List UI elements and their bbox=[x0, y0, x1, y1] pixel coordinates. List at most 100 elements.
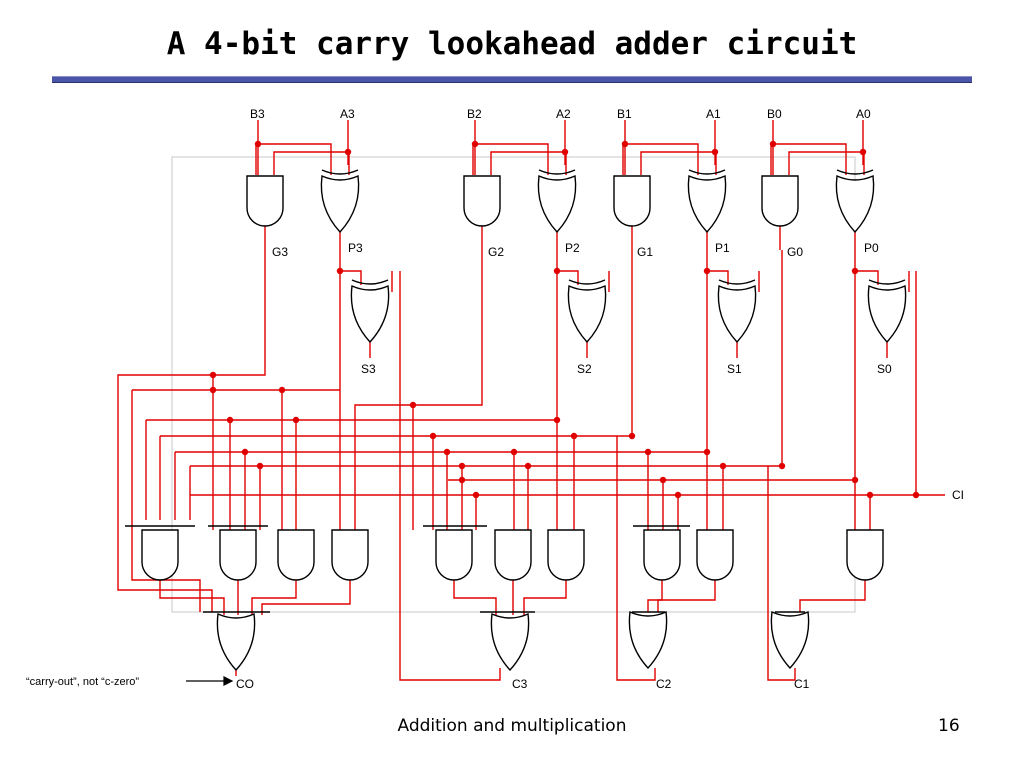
junction-node bbox=[561, 148, 569, 156]
footer-text: Addition and multiplication bbox=[397, 716, 627, 736]
junction-node bbox=[409, 401, 417, 409]
label-c3: C3 bbox=[512, 677, 528, 691]
label-c2: C2 bbox=[656, 677, 672, 691]
label-p2: P2 bbox=[565, 241, 580, 255]
junction-node bbox=[628, 432, 636, 440]
cross-wire bbox=[625, 143, 699, 175]
junction-nodes bbox=[209, 140, 920, 499]
sum-input bbox=[340, 270, 362, 285]
junction-node bbox=[719, 462, 727, 470]
junction-node bbox=[226, 416, 234, 424]
lookahead-c1-and-1 bbox=[846, 529, 884, 581]
label-p3: P3 bbox=[348, 241, 363, 255]
generate-and-gate-2 bbox=[463, 175, 501, 227]
propagate-xor-gate-1-back-curve bbox=[688, 169, 726, 175]
label-g0: G0 bbox=[787, 245, 803, 259]
junction-node bbox=[553, 416, 561, 424]
sum-xor-gate-1-back-curve bbox=[718, 279, 756, 285]
generate-and-gate-3 bbox=[246, 175, 284, 227]
propagate-xor-gate-1 bbox=[687, 175, 727, 233]
g3-route bbox=[117, 250, 266, 612]
sum-xor-gate-2 bbox=[567, 285, 607, 343]
junction-node bbox=[621, 140, 629, 148]
sum-xor-gate-3 bbox=[350, 285, 390, 343]
junction-node bbox=[443, 448, 451, 456]
carry-or-gate-co bbox=[216, 613, 256, 671]
c2-loop bbox=[616, 436, 656, 681]
lookahead-c2-and-1 bbox=[696, 529, 734, 581]
gates bbox=[125, 169, 907, 671]
and-out bbox=[453, 580, 497, 615]
and-out bbox=[251, 580, 297, 615]
cross-wire bbox=[273, 151, 348, 175]
carry-or-gate-c3 bbox=[490, 613, 530, 671]
junction-node bbox=[570, 432, 578, 440]
generate-and-gate-0 bbox=[761, 175, 799, 227]
junction-node bbox=[778, 462, 786, 470]
junction-node bbox=[851, 267, 859, 275]
junction-node bbox=[711, 148, 719, 156]
junction-node bbox=[336, 267, 344, 275]
label-g3: G3 bbox=[272, 245, 288, 259]
label-g1: G1 bbox=[637, 245, 653, 259]
junction-node bbox=[256, 462, 264, 470]
junction-node bbox=[659, 476, 667, 484]
junction-node bbox=[472, 491, 480, 499]
label-c1: C1 bbox=[794, 677, 810, 691]
input-label-a0: A0 bbox=[856, 107, 871, 121]
lookahead-co-and-2 bbox=[277, 529, 315, 581]
g2-route bbox=[354, 250, 483, 530]
lookahead-co-and-4 bbox=[141, 529, 179, 581]
cross-wire bbox=[490, 151, 565, 175]
propagate-xor-gate-3-back-curve bbox=[321, 169, 359, 175]
junction-node bbox=[292, 416, 300, 424]
and-out bbox=[647, 580, 663, 612]
sum-input bbox=[855, 270, 879, 285]
lookahead-c3-and-2 bbox=[494, 529, 532, 581]
generate-and-gate-1 bbox=[613, 175, 651, 227]
propagate-xor-gate-0 bbox=[835, 175, 875, 233]
sum-input bbox=[557, 270, 579, 285]
sum-xor-gate-1 bbox=[717, 285, 757, 343]
carry-or-gate-c1 bbox=[770, 611, 810, 669]
junction-node bbox=[866, 491, 874, 499]
and-out bbox=[523, 580, 567, 615]
title-underline bbox=[52, 76, 972, 83]
junction-node bbox=[241, 448, 249, 456]
junction-node bbox=[769, 140, 777, 148]
junction-node bbox=[429, 432, 437, 440]
input-label-a2: A2 bbox=[556, 107, 571, 121]
junction-node bbox=[458, 462, 466, 470]
input-label-b1: B1 bbox=[617, 107, 632, 121]
junction-node bbox=[553, 267, 561, 275]
and-out bbox=[261, 580, 351, 615]
cross-wire bbox=[475, 143, 549, 175]
junction-node bbox=[209, 386, 217, 394]
cross-wire bbox=[258, 143, 332, 175]
sum-xor-gate-0 bbox=[867, 285, 907, 343]
junction-node bbox=[510, 448, 518, 456]
label-g2: G2 bbox=[488, 245, 504, 259]
sum-input bbox=[707, 270, 729, 285]
and-out bbox=[657, 580, 716, 612]
junction-node bbox=[859, 148, 867, 156]
label-p0: P0 bbox=[864, 241, 879, 255]
input-label-b3: B3 bbox=[250, 107, 265, 121]
lookahead-c2-and-2 bbox=[643, 529, 681, 581]
input-label-a3: A3 bbox=[340, 107, 355, 121]
propagate-xor-gate-2-back-curve bbox=[538, 169, 576, 175]
propagate-xor-gate-2 bbox=[537, 175, 577, 233]
cross-wire bbox=[640, 151, 715, 175]
junction-node bbox=[524, 462, 532, 470]
junction-node bbox=[644, 448, 652, 456]
carry-out-annotation: “carry-out”, not “c-zero” bbox=[26, 676, 139, 688]
label-s0: S0 bbox=[877, 362, 892, 376]
bus-route bbox=[131, 390, 201, 612]
cross-wire bbox=[773, 143, 847, 175]
and-out bbox=[159, 580, 225, 615]
junction-node bbox=[703, 448, 711, 456]
sum-xor-gate-2-back-curve bbox=[568, 279, 606, 285]
junction-node bbox=[703, 267, 711, 275]
carry-or-gate-c2 bbox=[628, 611, 668, 669]
